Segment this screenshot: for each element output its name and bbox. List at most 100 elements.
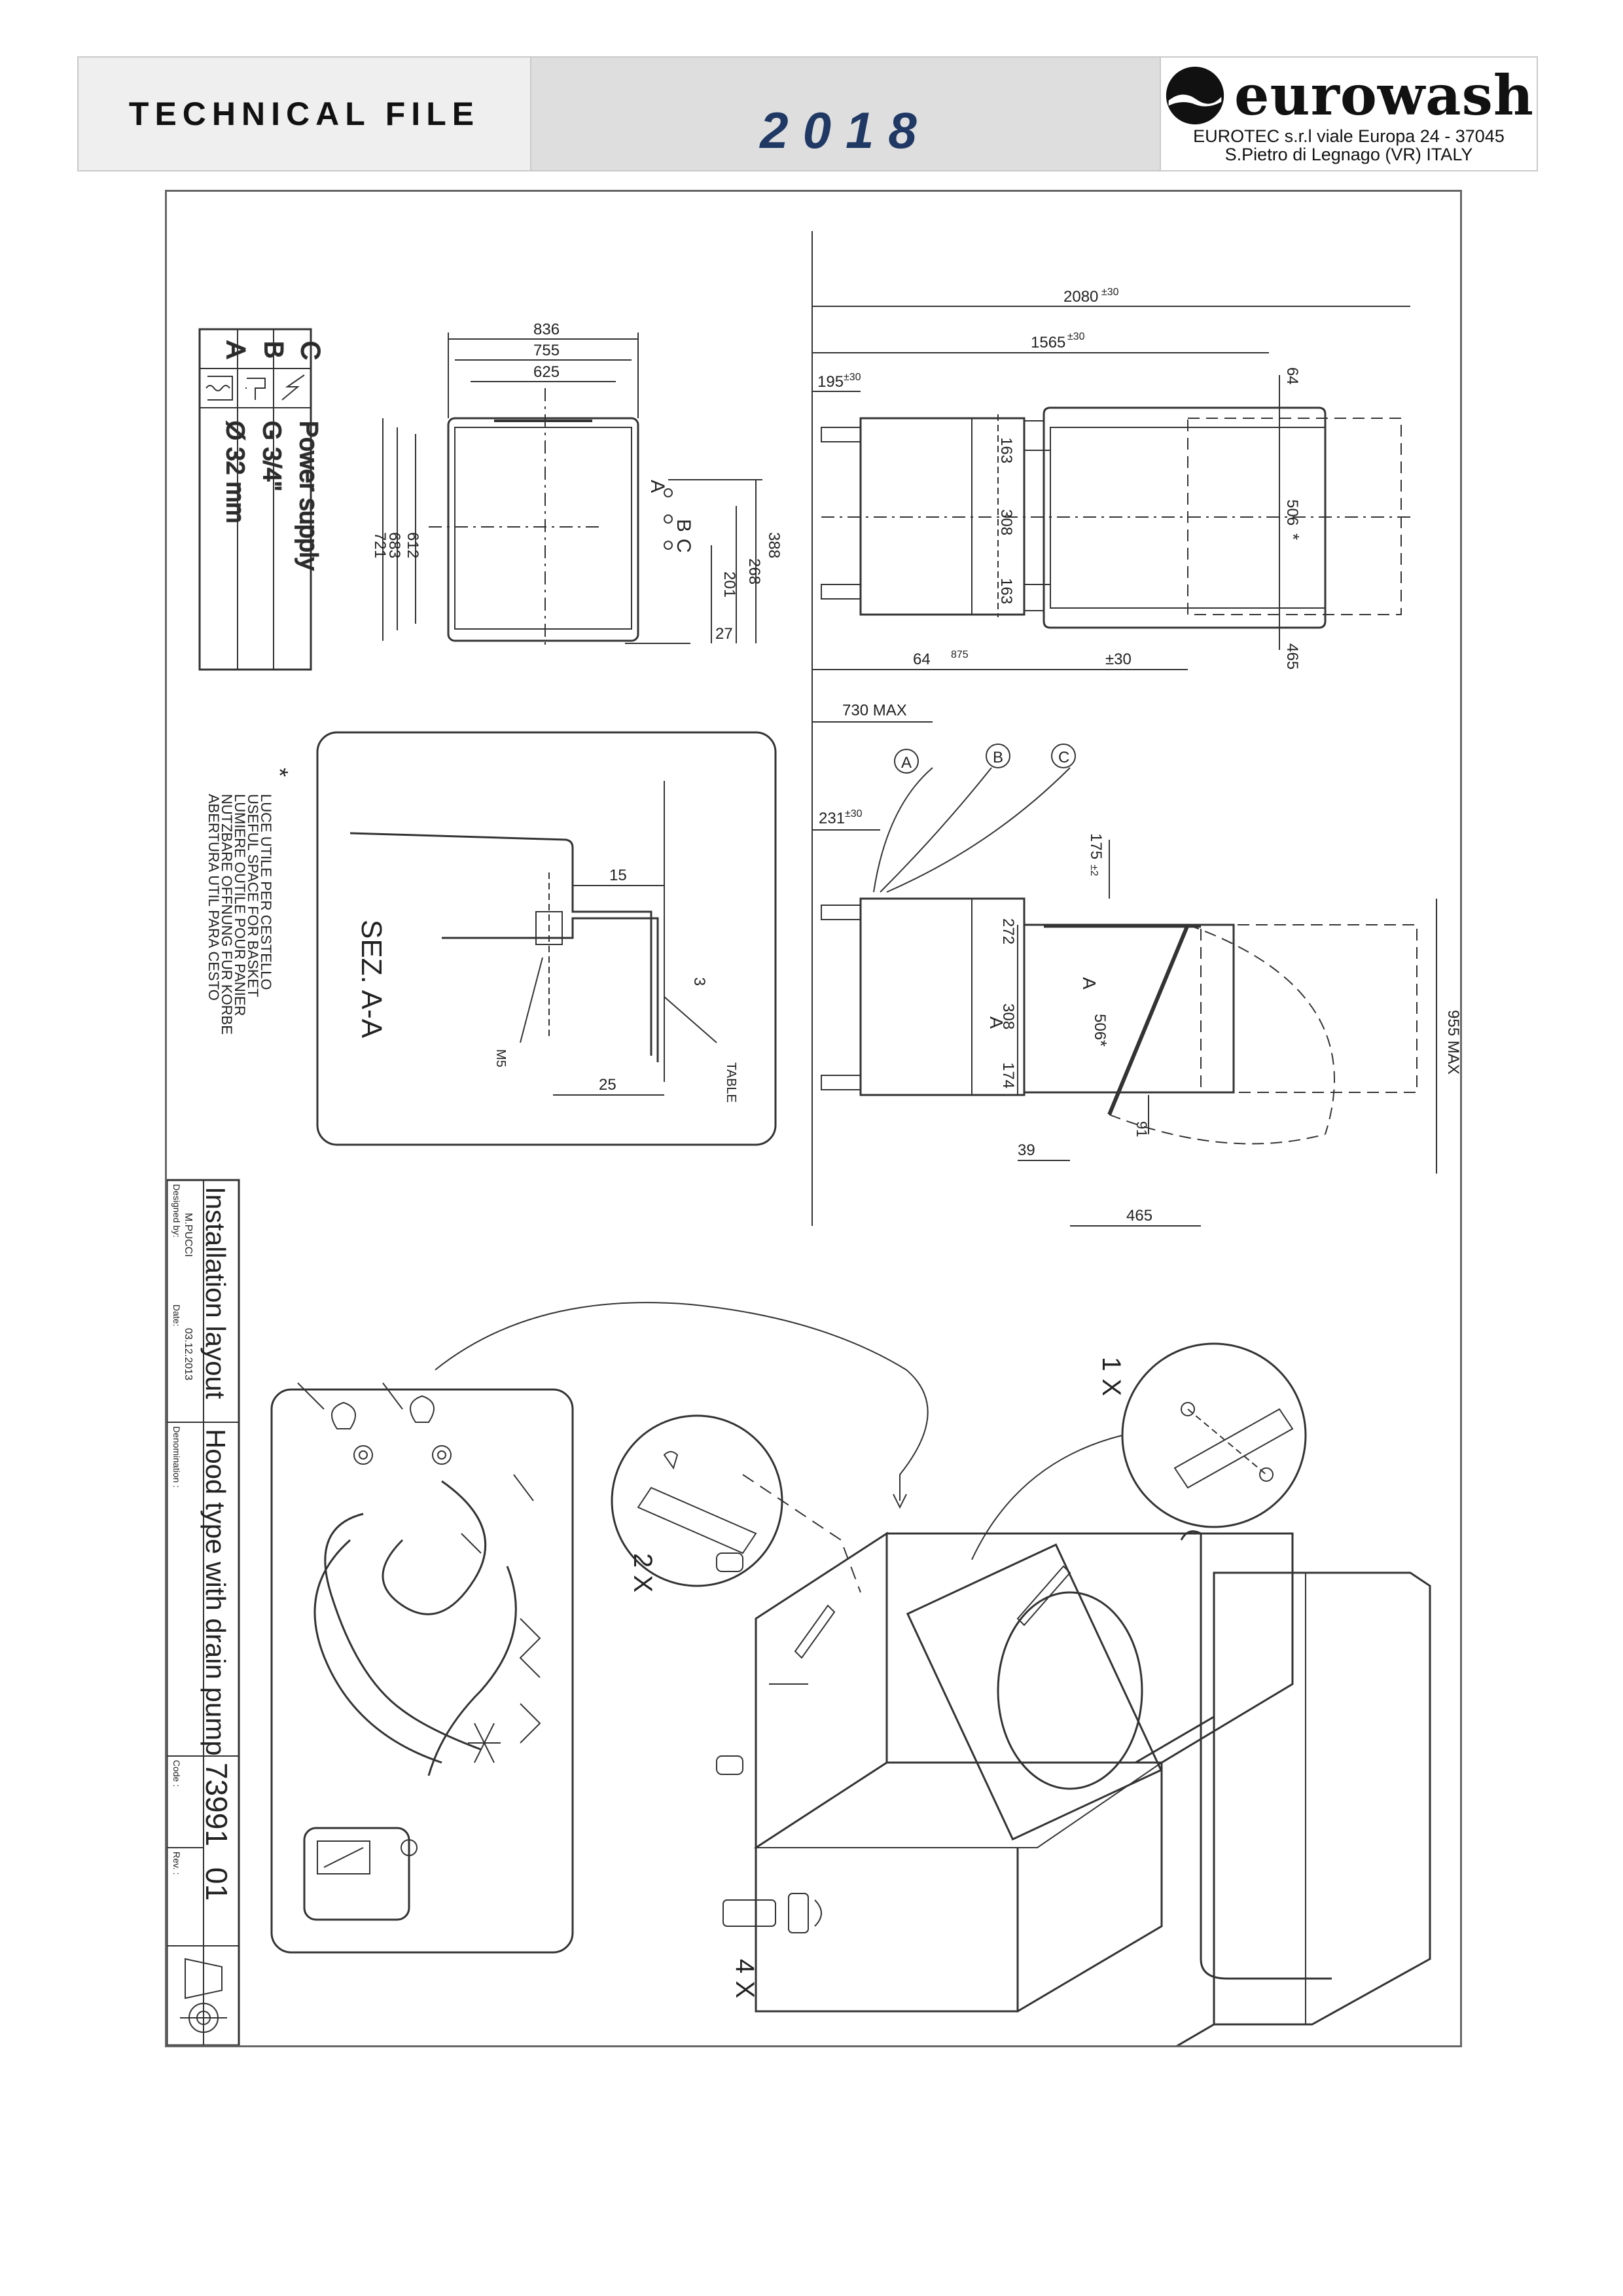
legend-value-a: Ø 32 mm (221, 421, 249, 523)
section-title: SEZ. A-A (355, 920, 387, 1039)
dim-174: 174 (999, 1062, 1017, 1088)
connection-c: C (1058, 749, 1069, 766)
water-tap-icon (245, 378, 266, 400)
dim-875: 64 (913, 651, 931, 668)
dim-875-tol: 875 (951, 649, 969, 660)
dim-683: 683 (385, 532, 403, 558)
connection-b: B (993, 749, 1003, 766)
dim-64-top: 64 (1283, 367, 1301, 385)
designed-by-value: M.PUCCI (183, 1213, 194, 1257)
title-block: Installation layout Hood type with drain… (166, 1179, 240, 2047)
dim-2080: 2080 (1063, 288, 1098, 306)
dim-612: 612 (404, 532, 421, 558)
qty-2x: 2 X (628, 1553, 657, 1592)
dim-39: 39 (1018, 1141, 1035, 1159)
dim-308-elev: 308 (999, 1003, 1017, 1030)
dim-195: 195 (817, 373, 844, 391)
dim-955-max: 955 MAX (1444, 1010, 1460, 1075)
note-line-1: LUCE UTILE PER CESTELLO (258, 794, 274, 990)
basket-space-note: * LUCE UTILE PER CESTELLO USEFUL SPACE F… (205, 768, 293, 1035)
dim-163-bottom: 163 (997, 578, 1015, 604)
dim-268: 268 (745, 558, 763, 584)
year-label: 2018 (760, 101, 931, 159)
section-table: TABLE (724, 1062, 738, 1103)
dim-1565-tol: ±30 (1067, 331, 1085, 342)
legend-letter-a: A (221, 341, 250, 359)
header-logo-cell: eurowash EUROTEC s.r.l viale Europa 24 -… (1160, 58, 1537, 170)
connection-legend: A B C Ø 32 mm G 3/4" Power supply (198, 328, 325, 671)
section-mark-a-2: A (1079, 977, 1099, 990)
dim-506: 506 (1283, 499, 1301, 526)
dim-163-top: 163 (997, 437, 1015, 463)
rev-value: 01 (200, 1867, 234, 1901)
dim-465-bottom: 465 (1126, 1207, 1152, 1225)
date-value: 03.12.2013 (183, 1328, 194, 1380)
dim-201: 201 (721, 571, 738, 598)
technical-drawing: A B C Ø 32 mm G 3/4" Power supply (166, 231, 1462, 2072)
hood-type-subtitle: Hood type with drain pump (200, 1429, 231, 1756)
date-label: Date: (171, 1304, 182, 1326)
technical-drawing-frame: A B C Ø 32 mm G 3/4" Power supply (165, 190, 1462, 2072)
dim-506-star: * (1283, 533, 1303, 540)
legend-value-b: G 3/4" (258, 421, 285, 490)
note-line-2: USEFUL SPACE FOR BASKET (245, 794, 261, 997)
note-line-3: LUMIERE OUTILE POUR PANIER (232, 794, 248, 1016)
legend-letter-c: C (296, 341, 325, 360)
dim-625: 625 (533, 363, 560, 381)
section-a-a: SEZ. A-A 15 3 25 M5 TABLE (316, 731, 777, 1146)
drain-icon (205, 376, 233, 401)
legend-letter-b: B (259, 341, 288, 359)
dim-755: 755 (533, 342, 560, 359)
section-m5: M5 (493, 1049, 508, 1067)
legend-value-c: Power supply (294, 421, 322, 570)
elevation-view: 730 MAX A B C 231 ±30 175 ±2 272 308 174… (812, 702, 1462, 1227)
technical-file-title: TECHNICAL FILE (128, 96, 480, 132)
address-line-2: S.Pietro di Legnago (VR) ITALY (1224, 145, 1473, 164)
side-view: 2080 ±30 1565 ±30 195 ±30 163 308 163 64… (812, 231, 1410, 1226)
projection-symbol-icon (180, 1958, 227, 2037)
designed-by-label: Designed by: (171, 1184, 182, 1238)
header-bar: TECHNICAL FILE 2018 eurowash EUROTEC s.r… (77, 56, 1538, 171)
dim-91: 91 (1133, 1121, 1150, 1137)
section-dim-3: 3 (690, 977, 708, 986)
dim-721: 721 (371, 532, 389, 558)
dim-195-tol: ±30 (844, 372, 861, 383)
note-line-4: NUTZBARE OFFNUNG FUR KORBE (219, 794, 235, 1035)
dim-2080-tol: ±30 (1101, 287, 1119, 298)
marker-c: C (673, 539, 694, 553)
dim-27: 27 (715, 625, 733, 643)
header-title-cell: TECHNICAL FILE (79, 58, 531, 170)
section-dim-15: 15 (609, 867, 627, 884)
lightning-icon (281, 374, 305, 401)
dim-1565: 1565 (1031, 334, 1065, 351)
dim-175: 175 (1087, 833, 1105, 859)
dim-272: 272 (999, 918, 1017, 944)
section-mark-a-1: A (986, 1016, 1007, 1029)
dim-465-top: ±30 (1105, 651, 1132, 668)
marker-a: A (647, 480, 668, 493)
rev-label: Rev. : (171, 1852, 182, 1875)
dim-308: 308 (997, 509, 1015, 535)
exploded-assembly: 2 X 1 X 4 X (270, 1302, 1431, 2072)
dim-231-tol: ±30 (845, 808, 863, 819)
header-year-cell: 2018 (531, 58, 1160, 170)
marker-b: B (673, 519, 694, 532)
address-line-1: EUROTEC s.r.l viale Europa 24 - 37045 (1193, 126, 1505, 146)
section-dim-25: 25 (599, 1076, 616, 1094)
qty-1x: 1 X (1097, 1357, 1126, 1396)
dim-231: 231 (819, 810, 845, 827)
front-view: 836 755 625 721 683 612 A B C 388 268 20… (371, 321, 783, 650)
brand-name: eurowash (1234, 63, 1534, 128)
dim-506-elev-star: * (1091, 1040, 1111, 1047)
connection-a: A (901, 754, 912, 772)
note-star: * (266, 768, 293, 777)
dim-506-elev: 506 (1091, 1014, 1109, 1040)
dim-388: 388 (765, 532, 783, 558)
dim-175-tol: ±2 (1088, 865, 1099, 876)
note-line-5: ABERTURA UTIL PARA CESTO (205, 794, 222, 1001)
eurowash-logo-icon (1166, 66, 1224, 125)
code-label: Code : (171, 1760, 182, 1787)
dim-730-max: 730 MAX (842, 702, 907, 719)
brand-logo: eurowash (1164, 64, 1534, 127)
dim-836: 836 (533, 321, 560, 338)
